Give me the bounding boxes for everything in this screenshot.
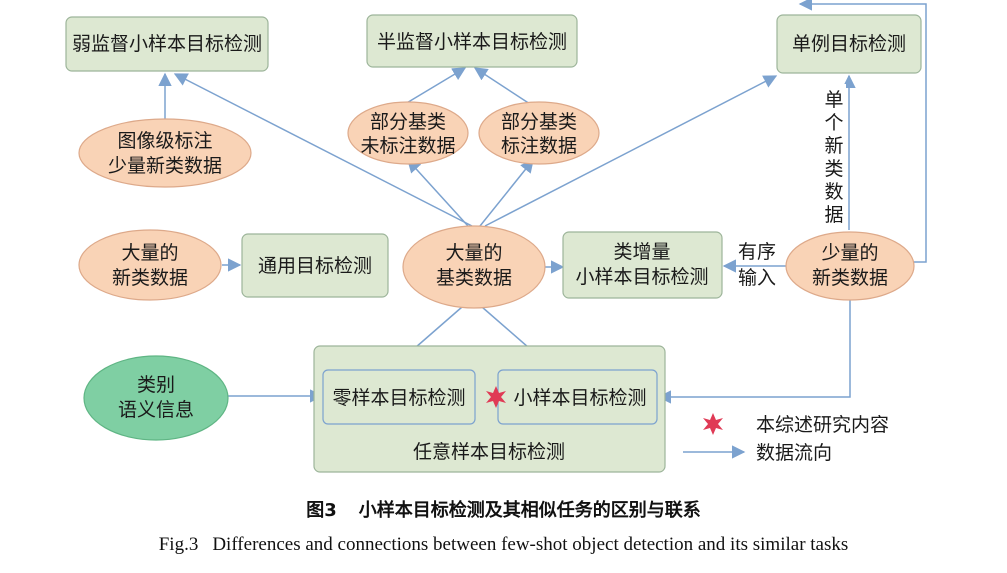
ellipse-many-base: 大量的 基类数据 <box>402 225 546 309</box>
many-novel-line1: 大量的 <box>121 242 178 264</box>
image-level-line1: 图像级标注 <box>117 130 212 152</box>
partial-labeled-line1: 部分基类 <box>501 111 577 133</box>
box-few-shot: 小样本目标检测 <box>486 369 658 425</box>
box-single-example: 单例目标检测 <box>776 14 922 74</box>
box-general-detection: 通用目标检测 <box>241 233 389 298</box>
box-weak-supervised: 弱监督小样本目标检测 <box>65 16 269 72</box>
few-novel-line1: 少量的 <box>821 242 878 264</box>
semantic-line1: 类别 <box>137 374 175 396</box>
ordered-input-line2: 输入 <box>738 267 776 289</box>
incremental-line1: 类增量 <box>613 241 670 263</box>
semantic-line2: 语义信息 <box>118 399 194 421</box>
many-base-line2: 基类数据 <box>436 267 512 289</box>
ellipse-semantic: 类别 语义信息 <box>83 355 229 441</box>
legend-arrow-label: 数据流向 <box>756 442 832 464</box>
incremental-line2: 小样本目标检测 <box>575 266 708 288</box>
weak-supervised-label: 弱监督小样本目标检测 <box>72 33 262 55</box>
single-new-class-char: 数 <box>824 181 843 203</box>
zero-shot-label: 零样本目标检测 <box>332 387 465 409</box>
caption-cn-text: 小样本目标检测及其相似任务的区别与联系 <box>358 500 701 521</box>
many-base-line1: 大量的 <box>445 242 502 264</box>
box-semi-supervised: 半监督小样本目标检测 <box>366 14 578 68</box>
single-new-class-char: 新 <box>824 135 843 157</box>
edge-base-to-partial-unlabeled <box>407 159 469 227</box>
caption-chinese: 图3 小样本目标检测及其相似任务的区别与联系 <box>0 496 1007 522</box>
few-shot-label: 小样本目标检测 <box>513 387 646 409</box>
edge-few-novel-to-few-shot <box>657 300 851 404</box>
box-zero-shot: 零样本目标检测 <box>322 369 476 425</box>
semi-supervised-label: 半监督小样本目标检测 <box>377 31 567 53</box>
ellipse-few-novel: 少量的 新类数据 <box>785 231 915 301</box>
ellipse-many-novel: 大量的 新类数据 <box>78 229 222 301</box>
legend: 本综述研究内容 数据流向 <box>703 413 889 464</box>
single-new-class-char: 类 <box>824 158 843 180</box>
ellipse-partial-unlabeled: 部分基类 未标注数据 <box>347 101 469 165</box>
legend-star-label: 本综述研究内容 <box>756 414 889 436</box>
caption-en-figure-number: Fig.3 <box>158 534 199 555</box>
partial-labeled-line2: 标注数据 <box>501 135 577 157</box>
caption-en-text: Differences and connections between few-… <box>212 534 849 555</box>
ellipse-partial-labeled: 部分基类 标注数据 <box>478 101 600 165</box>
many-novel-line2: 新类数据 <box>112 267 188 289</box>
partial-unlabeled-line2: 未标注数据 <box>360 135 455 157</box>
image-level-line2: 少量新类数据 <box>108 155 222 177</box>
ellipse-image-level: 图像级标注 少量新类数据 <box>78 118 252 188</box>
diagram-svg: 弱监督小样本目标检测 半监督小样本目标检测 单例目标检测 图像级标注 少量新类数… <box>65 0 927 473</box>
edge-base-to-single <box>484 75 778 227</box>
single-new-class-char: 个 <box>824 112 843 134</box>
single-example-label: 单例目标检测 <box>792 33 906 55</box>
few-novel-line2: 新类数据 <box>812 267 888 289</box>
box-incremental: 类增量 小样本目标检测 <box>562 231 723 299</box>
caption-english: Fig.3 Differences and connections between… <box>0 534 1007 556</box>
edge-few-novel-to-top <box>798 0 927 263</box>
edge-base-to-partial-labeled <box>479 158 534 227</box>
partial-unlabeled-line1: 部分基类 <box>370 111 446 133</box>
caption-cn-figure-number: 图3 <box>306 500 337 521</box>
single-new-class-char: 据 <box>824 204 843 226</box>
edge-partial-labeled-to-semi <box>473 67 531 105</box>
ordered-input-line1: 有序 <box>738 241 776 263</box>
legend-star-icon <box>703 413 723 435</box>
star-icon <box>486 386 506 408</box>
any-shot-label: 任意样本目标检测 <box>413 441 565 463</box>
general-detection-label: 通用目标检测 <box>258 255 372 277</box>
edge-base-to-weak <box>173 73 473 227</box>
single-new-class-label: 单 个 新 类 数 据 <box>822 84 846 226</box>
single-new-class-char: 单 <box>824 89 843 111</box>
edge-partial-unlabeled-to-semi <box>404 67 467 105</box>
